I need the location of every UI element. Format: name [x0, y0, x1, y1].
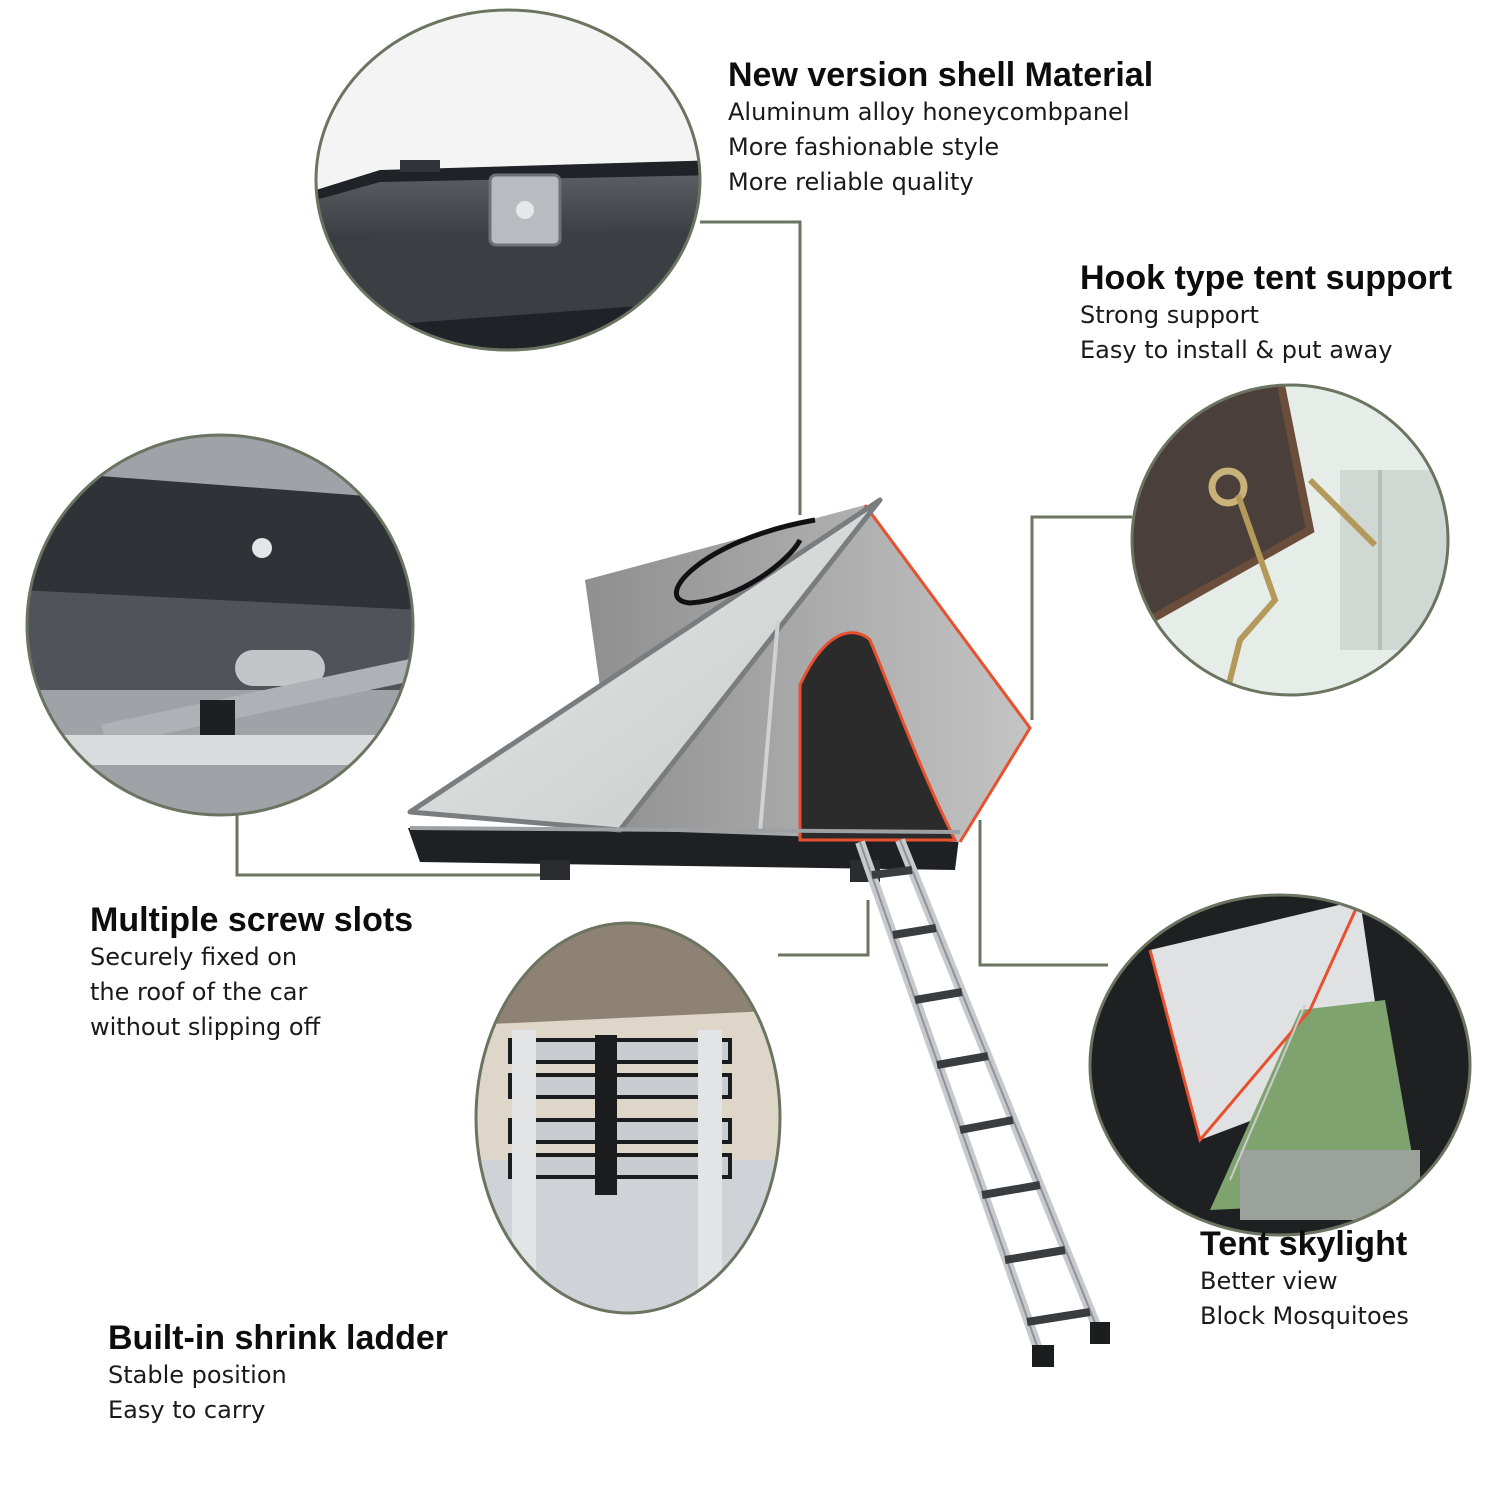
feature-title: New version shell Material	[728, 56, 1154, 94]
feature-line: Aluminum alloy honeycombpanel	[728, 98, 1130, 126]
shell-detail-photo	[316, 10, 700, 350]
feature-line: Better view	[1200, 1267, 1338, 1295]
connector-skylight	[978, 820, 1108, 967]
feature-title: Hook type tent support	[1080, 259, 1453, 297]
feature-title: Tent skylight	[1200, 1225, 1408, 1263]
screw-detail-photo	[27, 435, 413, 815]
feature-line: Block Mosquitoes	[1200, 1302, 1409, 1330]
telescopic-ladder	[855, 838, 1110, 1367]
connector-lines	[235, 220, 1132, 967]
connector-screw	[235, 808, 540, 877]
connector-hook	[1030, 515, 1132, 720]
hook-detail-photo	[1132, 385, 1448, 695]
feature-line: Easy to carry	[108, 1396, 266, 1424]
feature-line: Securely fixed on	[90, 943, 298, 971]
feature-title: Built-in shrink ladder	[108, 1319, 449, 1357]
connector-shell	[700, 220, 802, 515]
skylight-detail-photo	[1090, 895, 1470, 1235]
feature-line: More fashionable style	[728, 133, 1000, 161]
feature-screw-slots: Multiple screw slots Securely fixed on t…	[90, 900, 413, 1045]
feature-shrink-ladder: Built-in shrink ladder Stable position E…	[108, 1318, 448, 1428]
feature-line: Easy to install & put away	[1080, 336, 1393, 364]
feature-line: More reliable quality	[728, 168, 974, 196]
feature-line: Stable position	[108, 1361, 287, 1389]
feature-hook-support: Hook type tent support Strong support Ea…	[1080, 258, 1452, 368]
ladder-detail-photo	[476, 923, 780, 1313]
connector-ladder	[778, 900, 870, 957]
feature-line: without slipping off	[90, 1013, 321, 1041]
rooftop-tent	[407, 497, 1032, 882]
feature-title: Multiple screw slots	[90, 901, 414, 939]
feature-line: Strong support	[1080, 301, 1259, 329]
feature-line: the roof of the car	[90, 978, 308, 1006]
feature-shell-material: New version shell Material Aluminum allo…	[728, 55, 1153, 200]
feature-tent-skylight: Tent skylight Better view Block Mosquito…	[1200, 1224, 1409, 1334]
